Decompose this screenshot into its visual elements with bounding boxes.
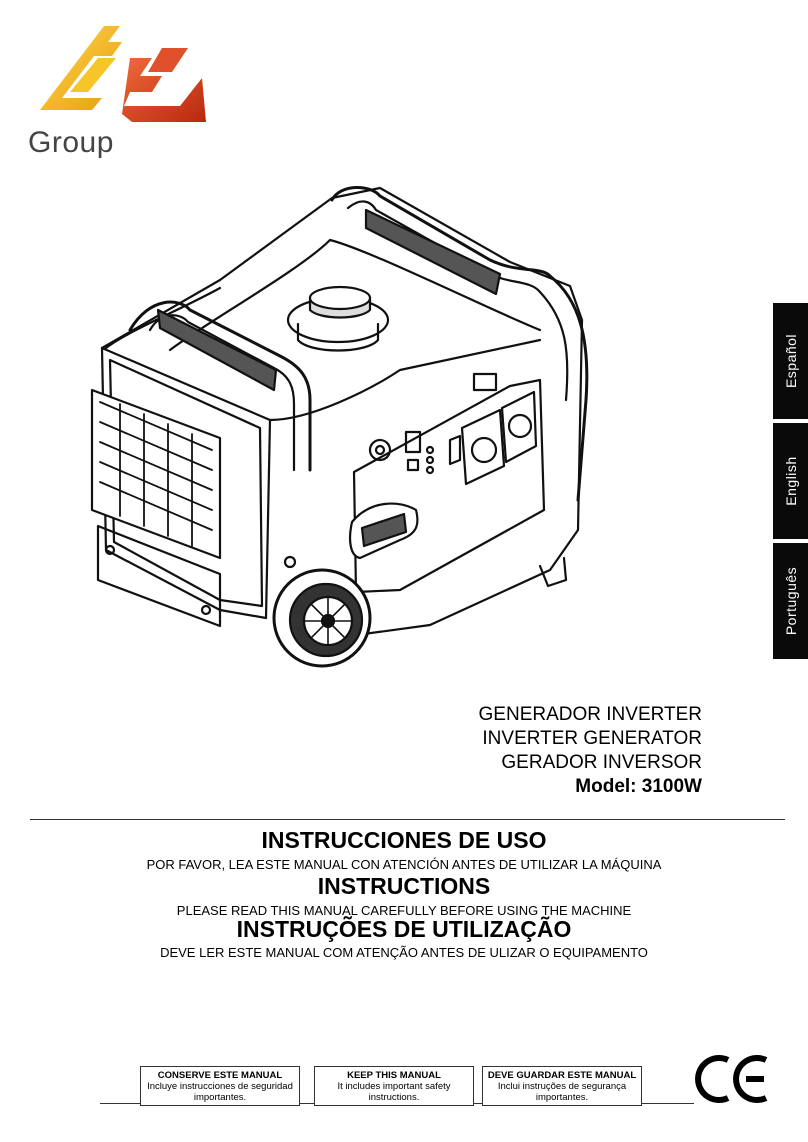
notice-text: Inclui instruções de segurança important… (497, 1081, 627, 1103)
brand-logo: Group (12, 18, 212, 159)
notice-title: DEVE GUARDAR ESTE MANUAL (487, 1070, 637, 1081)
language-tabs: Español English Português (773, 303, 808, 663)
notice-title: CONSERVE ESTE MANUAL (157, 1070, 283, 1081)
bottom-rule (474, 1103, 482, 1104)
language-tab-en: English (773, 423, 808, 539)
bottom-rule-right (642, 1103, 694, 1104)
product-title-pt: GERADOR INVERSOR (501, 752, 702, 773)
instructions-title-es: INSTRUCCIONES DE USO (261, 827, 547, 853)
language-tab-label: English (782, 456, 799, 506)
notice-box-es: CONSERVE ESTE MANUAL Incluye instruccion… (140, 1066, 300, 1106)
product-model: Model: 3100W (575, 776, 702, 797)
product-titles: GENERADOR INVERTER INVERTER GENERATOR GE… (479, 703, 702, 799)
ce-mark-icon (694, 1052, 768, 1106)
notice-title: KEEP THIS MANUAL (347, 1070, 441, 1081)
logo-text: Group (28, 126, 114, 159)
notice-box-pt: DEVE GUARDAR ESTE MANUAL Inclui instruçõ… (482, 1066, 642, 1106)
product-title-es: GENERADOR INVERTER (478, 704, 702, 725)
language-tab-pt: Português (773, 543, 808, 659)
instructions-title-en: INSTRUCTIONS (317, 873, 491, 899)
language-tab-label: Português (782, 566, 799, 636)
product-title-en: INVERTER GENERATOR (482, 728, 702, 749)
instructions-subtitle-en: PLEASE READ THIS MANUAL CAREFULLY BEFORE… (176, 903, 632, 918)
bottom-rule-left (100, 1103, 140, 1104)
notice-text: Incluye instrucciones de seguridad impor… (147, 1081, 293, 1103)
generator-illustration (70, 170, 610, 700)
language-tab-label: Español (782, 333, 799, 389)
instructions-subtitle-es: POR FAVOR, LEA ESTE MANUAL CON ATENCIÓN … (146, 857, 662, 872)
instructions-title-pt: INSTRUÇÕES DE UTILIZAÇÃO (236, 916, 572, 942)
language-tab-es: Español (773, 303, 808, 419)
brand-logo-mark (40, 26, 206, 122)
horizontal-divider (30, 819, 785, 820)
bottom-rule (300, 1103, 314, 1104)
instructions-subtitle-pt: DEVE LER ESTE MANUAL COM ATENÇÃO ANTES D… (160, 945, 648, 960)
notice-box-en: KEEP THIS MANUAL It includes important s… (314, 1066, 474, 1106)
notice-text: It includes important safety instruction… (337, 1081, 451, 1103)
